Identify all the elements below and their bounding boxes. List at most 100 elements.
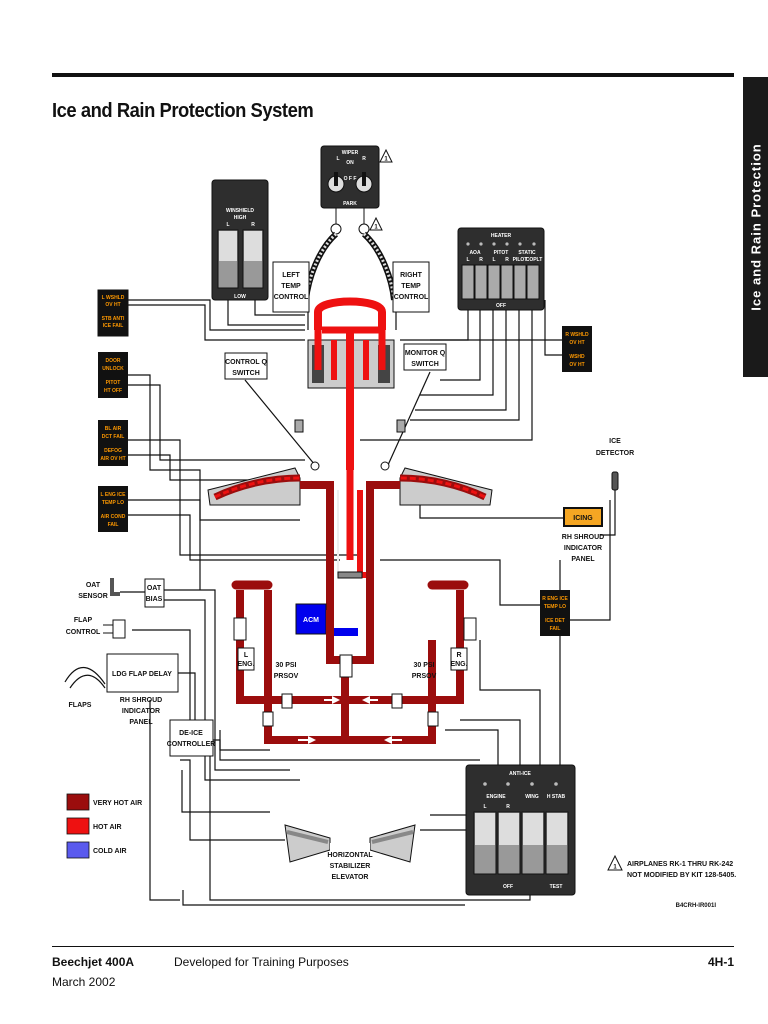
svg-text:INDICATOR: INDICATOR [122,708,160,715]
svg-text:ACM: ACM [303,617,319,624]
top-rule [52,73,734,77]
svg-text:MONITOR Q: MONITOR Q [405,350,446,357]
annunciator-door-unlock: DOOR UNLOCK PITOT HT OFF [98,352,128,398]
duct-valves [233,617,477,727]
acm: ACM [295,571,363,636]
wiper-l-label: L [336,156,339,162]
monitor-q-switch: MONITOR Q SWITCH [403,343,447,371]
svg-text:FLAP: FLAP [74,617,93,624]
note-line-1: AIRPLANES RK-1 THRU RK-242 [627,861,733,868]
heater-pitot-label: PITOT [494,250,509,256]
left-temp-control: LEFT TEMP CONTROL [272,261,310,313]
svg-text:OAT: OAT [86,582,101,589]
icing-light: ICING [563,507,603,527]
svg-text:ICING: ICING [573,515,593,522]
flap-control: FLAP CONTROL [66,617,126,639]
svg-text:PITOT: PITOT [106,380,121,386]
svg-text:TEMP LO: TEMP LO [544,604,566,610]
svg-text:ENG.: ENG. [237,661,254,668]
svg-text:SWITCH: SWITCH [411,361,439,368]
prsov-right: 30 PSI PRSOV [412,662,437,680]
svg-text:FAIL: FAIL [108,522,119,528]
legend-swatch-hot [66,817,90,835]
heater-pitot-r-label: R [505,257,509,263]
svg-text:R: R [456,652,461,659]
svg-text:CONTROL: CONTROL [66,629,101,636]
wiper-motor-right [358,223,370,235]
svg-text:DE-ICE: DE-ICE [179,730,203,737]
windshield-high-label: HIGH [234,215,247,221]
heater-aoa-l-label: L [466,257,469,263]
svg-text:TEMP: TEMP [401,283,421,290]
svg-text:L ENG ICE: L ENG ICE [101,492,127,498]
windshield-r-label: R [251,222,255,228]
oat-bias: OAT BIAS [144,578,165,608]
svg-text:DCT FAIL: DCT FAIL [102,434,125,440]
legend-label-hot: HOT AIR [93,824,122,831]
footer-aircraft: Beechjet 400A [52,955,135,969]
anti-ice-panel: ANTI-ICE ENGINE WING H STAB L R OFF TEST [465,764,576,896]
wiper-off-label: O F F [344,176,357,182]
windshield-l-label: L [226,222,229,228]
left-wing [207,467,301,506]
hot-air-duct-center [307,297,395,578]
legend-swatch-very-hot [66,793,90,811]
annunciator-r-wshld: R WSHLD OV HT WSHD OV HT [562,326,592,372]
svg-text:INDICATOR: INDICATOR [564,545,602,552]
footer-purpose: Developed for Training Purposes [174,955,349,969]
heater-switch-static-pilot[interactable] [513,264,527,300]
heater-switch-aoa-l[interactable] [461,264,475,300]
note-line-2: NOT MODIFIED BY KIT 128-5405. [627,872,736,879]
footer-date: March 2002 [52,975,116,989]
svg-text:SENSOR: SENSOR [78,593,108,600]
warning-triangle-icon [607,854,623,871]
antiice-title: ANTI-ICE [509,771,531,777]
oat-sensor: OAT SENSOR [78,578,120,600]
heater-title: HEATER [491,233,512,239]
wiper-r-label: R [362,156,366,162]
svg-text:WSHD: WSHD [569,354,585,360]
valve-right-upper [396,419,406,433]
annunciator-l-wshld: L WSHLD OV HT STB ANTI ICE FAIL [97,289,129,337]
heater-panel: HEATER AOA PITOT STATIC L R L R PILOT CO… [457,227,545,311]
warning-triangle-icon: 1 [379,148,393,163]
svg-text:DETECTOR: DETECTOR [596,450,634,457]
svg-text:R WSHLD: R WSHLD [565,332,589,338]
rh-shroud-left: RH SHROUD INDICATOR PANEL [120,697,162,726]
right-wing [399,467,493,506]
right-temp-control: RIGHT TEMP CONTROL [392,261,430,313]
svg-text:CONTROL: CONTROL [394,294,429,301]
antiice-r-label: R [506,804,510,810]
heater-aoa-label: AOA [469,250,481,256]
svg-text:ICE: ICE [609,438,621,445]
bottom-rule [52,946,734,947]
bleed-ducts [231,580,469,744]
antiice-l-label: L [483,804,486,810]
wiper-panel: WIPER ON L R O F F PARK [320,145,380,209]
svg-text:BL AIR: BL AIR [105,426,122,432]
svg-text:OAT: OAT [147,585,162,592]
ice-detector: ICE DETECTOR [596,438,634,491]
footer-page-number: 4H-1 [707,955,734,969]
annunciator-bl-air: BL AIR DCT FAIL DEFOG AIR OV HT [98,420,128,466]
wing-sensor-right [380,461,390,471]
heater-switch-pitot-l[interactable] [487,264,501,300]
side-tab: Ice and Rain Protection [743,77,768,377]
heater-switch-static-coplt[interactable] [526,264,540,300]
heater-switch-aoa-r[interactable] [474,264,488,300]
heater-off-label: OFF [496,303,506,309]
antiice-hstab-label: H STAB [547,794,566,800]
svg-text:RIGHT: RIGHT [400,272,423,279]
svg-text:OV HT: OV HT [569,362,584,368]
heater-static-coplt-label: COPLT [526,257,543,263]
svg-text:HT OFF: HT OFF [104,388,122,394]
svg-text:OV HT: OV HT [569,340,584,346]
svg-text:L: L [244,652,249,659]
heater-pitot-l-label: L [492,257,495,263]
antiice-test-label: TEST [550,884,563,890]
annunciator-r-eng-ice: R ENG ICE TEMP LO ICE DET FAIL [540,590,570,636]
heater-switch-pitot-r[interactable] [500,264,514,300]
antiice-wing-label: WING [525,794,539,800]
wiper-park-label: PARK [343,201,357,207]
